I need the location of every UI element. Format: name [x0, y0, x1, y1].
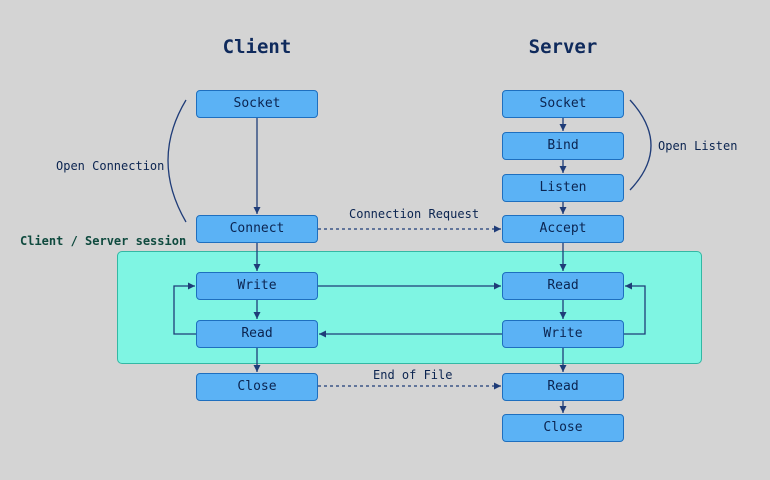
client-title: Client — [222, 36, 292, 58]
server-close-node[interactable]: Close — [502, 414, 624, 442]
server-socket-node[interactable]: Socket — [502, 90, 624, 118]
edge-server-loop — [624, 282, 646, 335]
connection-request-label: Connection Request — [349, 207, 480, 221]
open-connection-bracket — [167, 99, 187, 223]
session-label: Client / Server session — [20, 234, 187, 248]
server-listen-node[interactable]: Listen — [502, 174, 624, 202]
open-listen-label: Open Listen — [658, 139, 738, 153]
server-write-node[interactable]: Write — [502, 320, 624, 348]
client-connect-node[interactable]: Connect — [196, 215, 318, 243]
client-write-node[interactable]: Write — [196, 272, 318, 300]
client-close-node[interactable]: Close — [196, 373, 318, 401]
open-listen-bracket — [629, 99, 652, 191]
client-read-node[interactable]: Read — [196, 320, 318, 348]
open-connection-label: Open Connection — [56, 159, 165, 173]
server-accept-node[interactable]: Accept — [502, 215, 624, 243]
client-socket-node[interactable]: Socket — [196, 90, 318, 118]
edge-client-loop — [173, 282, 196, 335]
server-read-node[interactable]: Read — [502, 272, 624, 300]
server-read-eof-node[interactable]: Read — [502, 373, 624, 401]
end-of-file-label: End of File — [373, 368, 453, 382]
server-bind-node[interactable]: Bind — [502, 132, 624, 160]
server-title: Server — [528, 36, 598, 58]
